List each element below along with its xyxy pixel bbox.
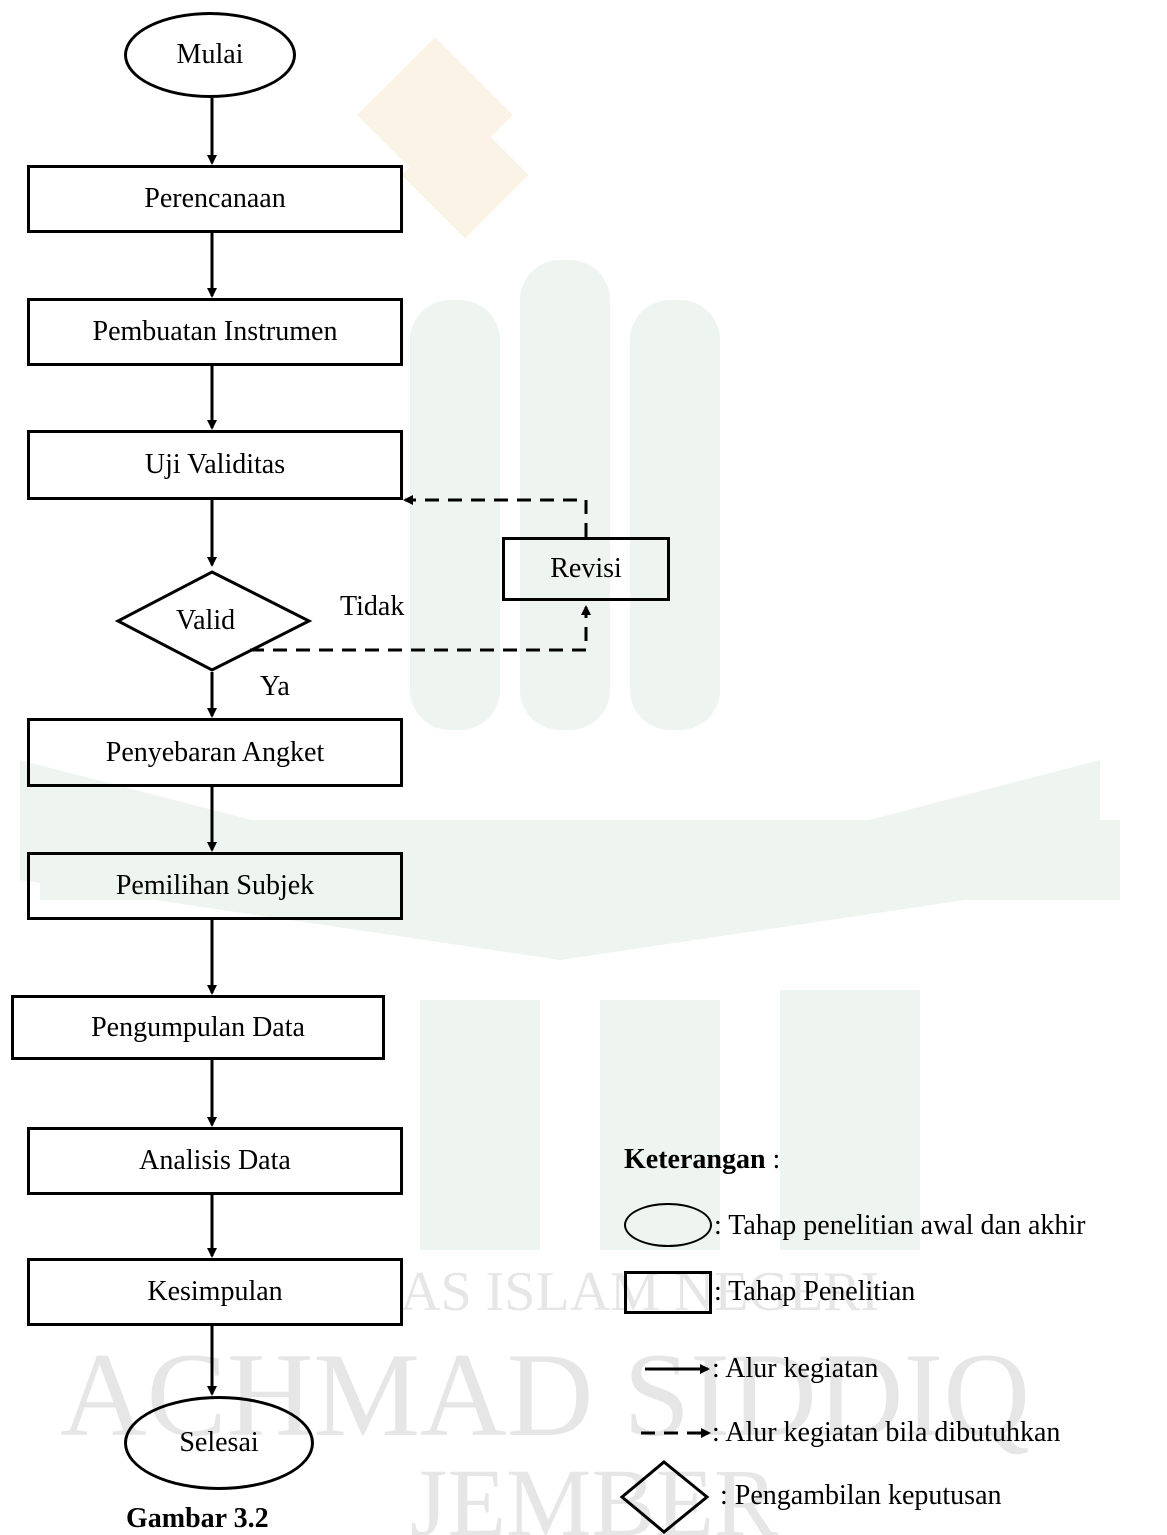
end-terminal: Selesai — [124, 1396, 314, 1490]
dashed-arrow-revisi-uji — [403, 495, 588, 537]
step-uji-validitas: Uji Validitas — [27, 430, 403, 500]
legend-rect-icon — [624, 1271, 712, 1314]
dashed-arrow-valid-revisi — [250, 605, 591, 652]
step-pengumpulan-label: Pengumpulan Data — [91, 1011, 305, 1043]
valid-label: Valid — [176, 605, 236, 636]
step-pemilihan-label: Pemilihan Subjek — [115, 870, 315, 901]
step-pemilihan-subjek: Pemilihan Subjek — [27, 852, 403, 920]
legend-oval-text: : Tahap penelitian awal dan akhir — [714, 1210, 1086, 1241]
step-analisis-label: Analisis Data — [139, 1145, 291, 1176]
step-perencanaan-label: Perencanaan — [144, 183, 286, 214]
step-penyebaran-angket: Penyebaran Angket — [27, 718, 403, 787]
legend-dashed-arrow-text: : Alur kegiatan bila dibutuhkan — [712, 1417, 1061, 1448]
start-label: Mulai — [176, 39, 244, 70]
end-label: Selesai — [179, 1427, 259, 1458]
legend-title-suffix: : — [765, 1144, 781, 1175]
legend-diamond-text: : Pengambilan keputusan — [720, 1480, 1002, 1511]
legend-title-text: Keterangan — [624, 1144, 766, 1175]
step-perencanaan: Perencanaan — [27, 165, 403, 233]
edge-label-tidak: Tidak — [340, 591, 405, 622]
valid-diamond — [114, 570, 313, 672]
step-uji-label: Uji Validitas — [144, 449, 286, 480]
legend-oval-icon — [624, 1203, 712, 1247]
step-analisis-data: Analisis Data — [27, 1127, 403, 1195]
step-pembuatan-instrumen: Pembuatan Instrumen — [27, 298, 403, 366]
step-penyebaran-label: Penyebaran Angket — [105, 736, 325, 768]
step-revisi: Revisi — [502, 537, 670, 601]
legend-rect-text: : Tahap Penelitian — [714, 1276, 916, 1307]
figure-caption: Gambar 3.2 — [126, 1503, 269, 1534]
legend-diamond-icon — [619, 1460, 710, 1534]
step-pembuatan-label: Pembuatan Instrumen — [92, 316, 338, 347]
edge-label-ya: Ya — [260, 671, 290, 702]
start-terminal: Mulai — [124, 12, 296, 98]
step-kesimpulan-label: Kesimpulan — [147, 1276, 283, 1307]
step-pengumpulan-data: Pengumpulan Data — [11, 995, 385, 1060]
step-revisi-label: Revisi — [550, 553, 622, 584]
legend-title: Keterangan : — [624, 1146, 780, 1174]
step-kesimpulan: Kesimpulan — [27, 1258, 403, 1326]
legend-solid-arrow-text: : Alur kegiatan — [712, 1353, 879, 1384]
